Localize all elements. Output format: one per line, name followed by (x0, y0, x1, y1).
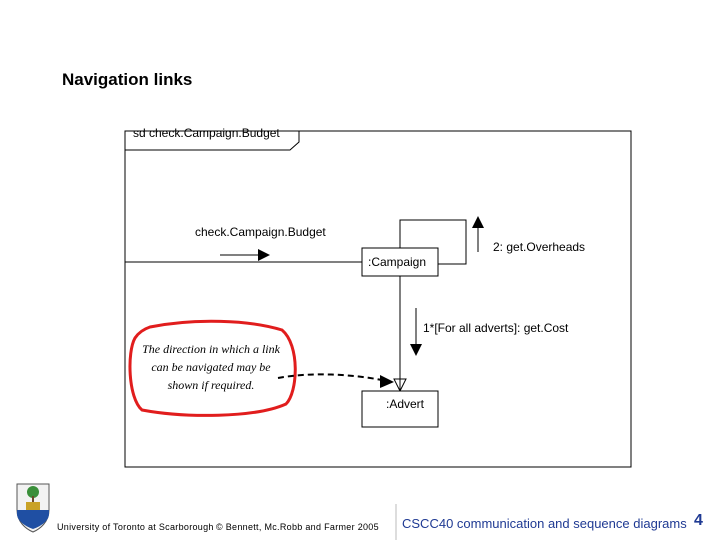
navigation-note: The direction in which a link can be nav… (142, 342, 280, 392)
page-number: 4 (694, 512, 703, 529)
footer-course-title: CSCC40 communication and sequence diagra… (402, 516, 687, 531)
self-message-label: 2: get.Overheads (493, 240, 586, 254)
frame-label: sd check.Campaign.Budget (133, 126, 280, 140)
advert-object-label: :Advert (386, 397, 425, 411)
university-crest-icon (16, 483, 50, 533)
footer-copyright: © Bennett, Mc.Robb and Farmer 2005 (216, 522, 379, 532)
self-message-arrowhead (472, 216, 484, 228)
incoming-message-label: check.Campaign.Budget (195, 225, 326, 239)
incoming-message-arrowhead (258, 249, 270, 261)
diagram-frame (124, 130, 632, 468)
note-pointer-dashed (277, 373, 383, 381)
iteration-message-label: 1*[For all adverts]: get.Cost (423, 321, 569, 335)
footer-university: University of Toronto at Scarborough (57, 522, 214, 532)
slide-title: Navigation links (62, 70, 193, 89)
iteration-message-arrowhead (410, 344, 422, 356)
navigability-arrowhead (393, 378, 407, 393)
campaign-object-label: :Campaign (368, 255, 427, 269)
advert-object-box (361, 390, 439, 428)
self-link-loop (399, 219, 467, 265)
note-pointer-arrowhead (380, 375, 394, 388)
note-highlight-outline (128, 319, 297, 417)
frame-label-tab (125, 131, 300, 151)
